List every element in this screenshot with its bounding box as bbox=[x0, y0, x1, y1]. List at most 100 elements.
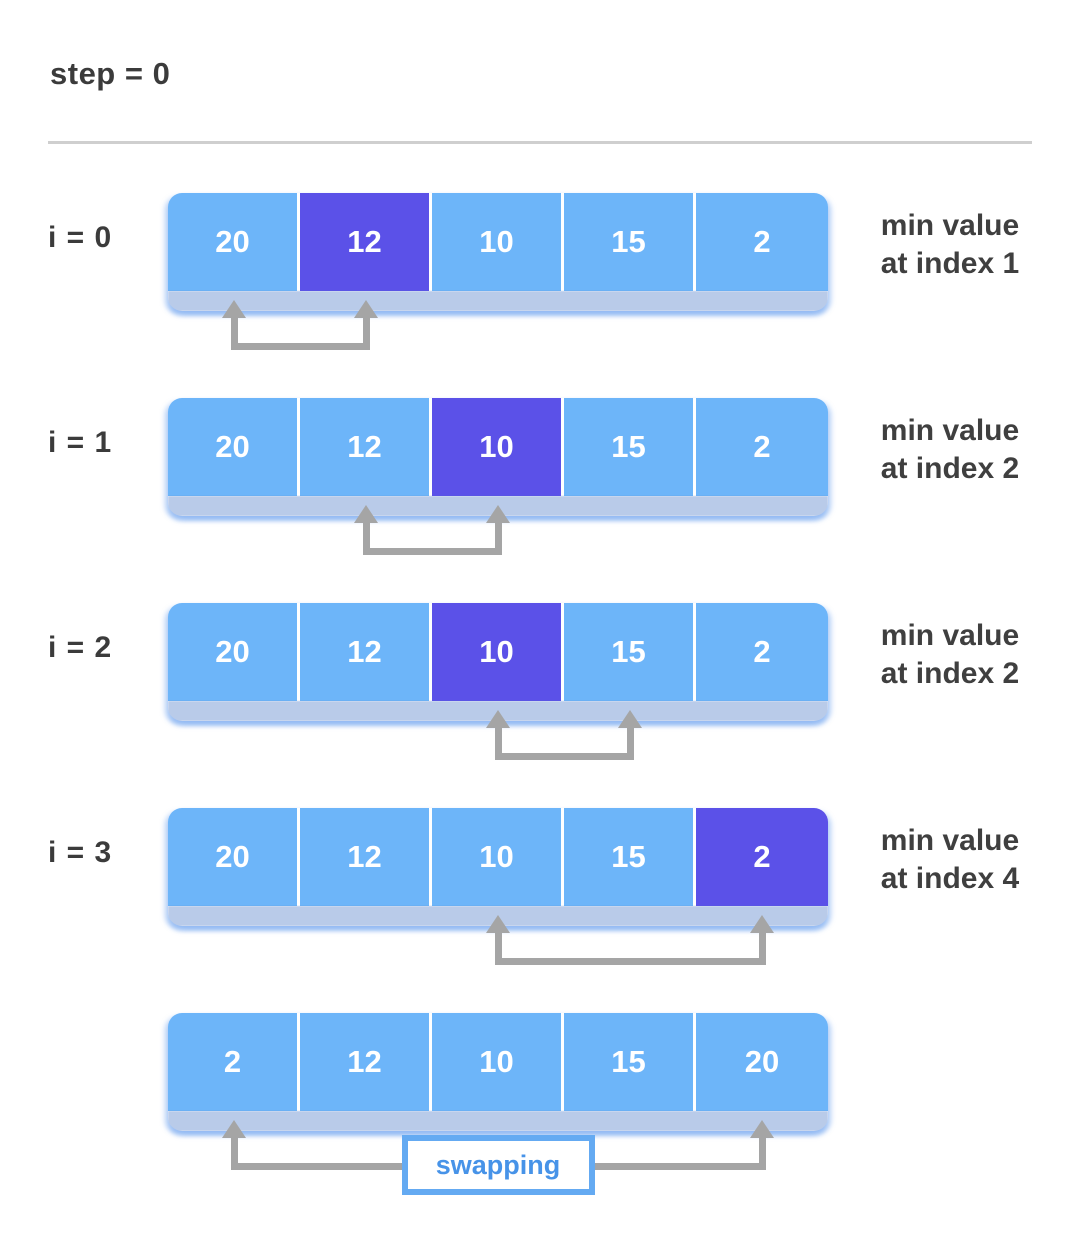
cell-value: 12 bbox=[347, 634, 382, 669]
arrow-connector bbox=[362, 548, 502, 555]
array-cell: 2 bbox=[168, 1013, 300, 1111]
cell-value: 2 bbox=[753, 429, 771, 464]
min-value-note: min value at index 2 bbox=[850, 617, 1050, 693]
arrow-left-stem bbox=[362, 523, 370, 555]
cell-value: 10 bbox=[479, 1044, 514, 1079]
array-cell: 20 bbox=[168, 398, 300, 496]
arrow-up-icon bbox=[222, 1120, 246, 1138]
min-value-note-line: min value bbox=[880, 619, 1020, 652]
array-bar: 20 12 10 15 2 bbox=[168, 398, 828, 516]
min-value-note-line: min value bbox=[880, 209, 1020, 242]
bar-shadow bbox=[168, 1111, 828, 1131]
index-label: i = 1 bbox=[48, 426, 113, 459]
index-label: i = 2 bbox=[48, 631, 113, 664]
array-cell: 15 bbox=[564, 808, 696, 906]
array-cell: 15 bbox=[564, 193, 696, 291]
arrow-up-icon bbox=[750, 915, 774, 933]
cell-value: 2 bbox=[753, 634, 771, 669]
array-cell: 20 bbox=[168, 603, 300, 701]
min-value-note: min value at index 1 bbox=[850, 207, 1050, 283]
cell-value: 15 bbox=[611, 429, 646, 464]
arrow-connector bbox=[494, 753, 634, 760]
array-bar: 2 12 10 15 20 bbox=[168, 1013, 828, 1131]
arrow-up-icon bbox=[354, 300, 378, 318]
step-label: step = 0 bbox=[50, 56, 171, 91]
swapping-label-text: swapping bbox=[435, 1149, 561, 1180]
index-label: i = 0 bbox=[48, 221, 113, 254]
arrow-left-stem bbox=[230, 318, 238, 350]
cell-value: 20 bbox=[215, 634, 250, 669]
min-value-note-line: min value bbox=[880, 414, 1020, 447]
cell-value: 20 bbox=[215, 839, 250, 874]
array-cell: 12 bbox=[300, 1013, 432, 1111]
swapping-label: swapping bbox=[401, 1135, 595, 1195]
cell-value: 10 bbox=[479, 429, 514, 464]
arrow-right-stem bbox=[758, 933, 766, 965]
cell-value: 12 bbox=[347, 1044, 382, 1079]
array-cell: 10 bbox=[432, 1013, 564, 1111]
array-cell-highlighted: 12 bbox=[300, 193, 432, 291]
cell-value: 15 bbox=[611, 634, 646, 669]
cell-value: 2 bbox=[753, 839, 771, 874]
cell-value: 20 bbox=[215, 224, 250, 259]
arrow-up-icon bbox=[486, 915, 510, 933]
array-cell: 20 bbox=[168, 808, 300, 906]
array-cell: 10 bbox=[432, 808, 564, 906]
cell-value: 20 bbox=[744, 1044, 780, 1079]
arrow-right-stem bbox=[494, 523, 502, 555]
cell-value: 10 bbox=[479, 634, 514, 669]
array-cell: 2 bbox=[696, 398, 828, 496]
array-cell: 12 bbox=[300, 603, 432, 701]
array-cell: 2 bbox=[696, 193, 828, 291]
arrow-right-stem bbox=[626, 728, 634, 760]
array-bar: 20 12 10 15 2 bbox=[168, 603, 828, 721]
min-value-note-line: at index 1 bbox=[880, 247, 1020, 280]
arrow-left-stem bbox=[494, 933, 502, 965]
cell-value: 12 bbox=[347, 839, 382, 874]
cell-value: 15 bbox=[611, 839, 646, 874]
array-bar: 20 12 10 15 2 bbox=[168, 808, 828, 926]
arrow-up-icon bbox=[486, 710, 510, 728]
arrow-connector bbox=[494, 958, 766, 965]
array-cell: 10 bbox=[432, 193, 564, 291]
arrow-up-icon bbox=[486, 505, 510, 523]
array-cell: 12 bbox=[300, 398, 432, 496]
header-rule bbox=[48, 141, 1032, 144]
min-value-note: min value at index 4 bbox=[850, 822, 1050, 898]
cell-value: 15 bbox=[611, 224, 646, 259]
arrow-up-icon bbox=[354, 505, 378, 523]
arrow-left-stem bbox=[494, 728, 502, 760]
cell-value: 10 bbox=[479, 224, 514, 259]
cell-value: 12 bbox=[347, 429, 382, 464]
array-cell-highlighted: 10 bbox=[432, 398, 564, 496]
array-cell: 12 bbox=[300, 808, 432, 906]
arrow-right-stem bbox=[758, 1138, 766, 1170]
min-value-note-line: at index 2 bbox=[880, 452, 1020, 485]
min-value-note: min value at index 2 bbox=[850, 412, 1050, 488]
array-cell: 15 bbox=[564, 398, 696, 496]
arrow-up-icon bbox=[618, 710, 642, 728]
arrow-connector bbox=[230, 343, 370, 350]
cell-value: 12 bbox=[347, 224, 382, 259]
array-cell: 15 bbox=[564, 1013, 696, 1111]
cell-value: 2 bbox=[223, 1044, 242, 1079]
arrow-up-icon bbox=[750, 1120, 774, 1138]
array-cell: 15 bbox=[564, 603, 696, 701]
bar-shadow bbox=[168, 291, 828, 311]
cell-value: 2 bbox=[753, 224, 771, 259]
arrow-right-stem bbox=[362, 318, 370, 350]
arrow-up-icon bbox=[222, 300, 246, 318]
cell-value: 10 bbox=[479, 839, 514, 874]
index-label: i = 3 bbox=[48, 836, 113, 869]
min-value-note-line: at index 2 bbox=[880, 657, 1020, 690]
array-cell: 20 bbox=[168, 193, 300, 291]
min-value-note-line: min value bbox=[880, 824, 1020, 857]
min-value-note-line: at index 4 bbox=[880, 862, 1020, 895]
array-cell: 20 bbox=[696, 1013, 828, 1111]
cell-value: 15 bbox=[611, 1044, 646, 1079]
cell-value: 20 bbox=[215, 429, 250, 464]
array-bar: 20 12 10 15 2 bbox=[168, 193, 828, 311]
array-cell-highlighted: 2 bbox=[696, 808, 828, 906]
arrow-left-stem bbox=[230, 1138, 238, 1170]
